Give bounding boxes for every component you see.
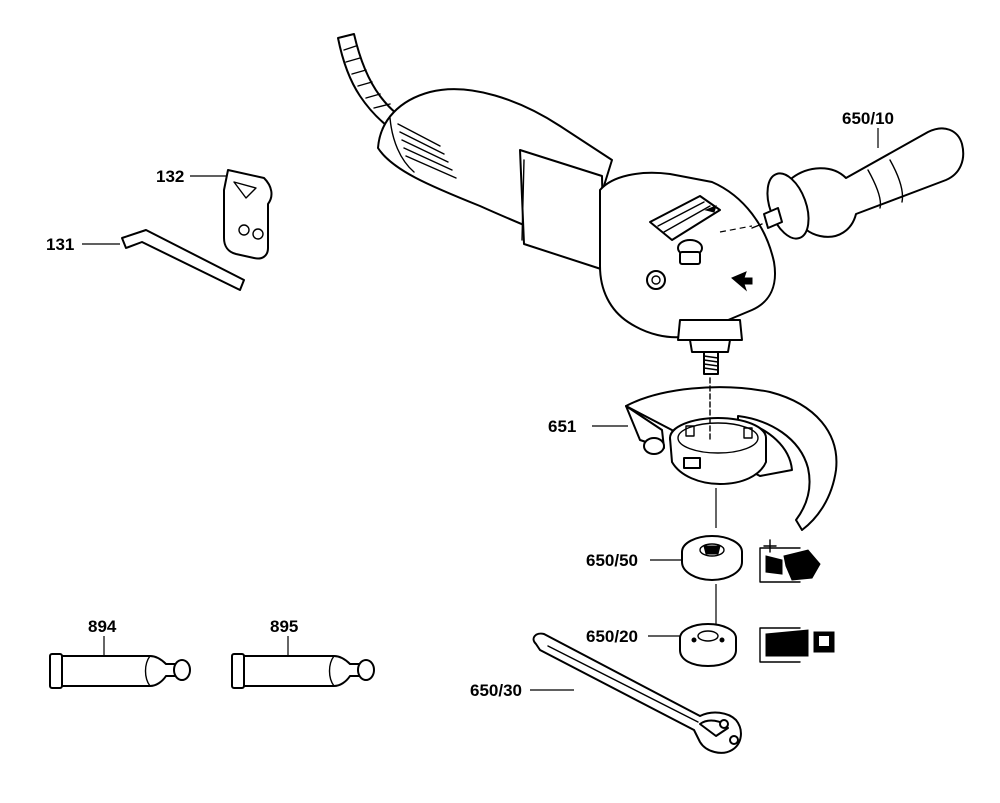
label-894: 894 xyxy=(88,617,117,636)
label-650-30: 650/30 xyxy=(470,681,522,700)
hex-key-part xyxy=(121,229,245,291)
label-651: 651 xyxy=(548,417,576,436)
lock-nut-section-icon xyxy=(759,627,835,663)
side-handle-part xyxy=(719,127,965,240)
label-131: 131 xyxy=(46,235,74,254)
label-650-50: 650/50 xyxy=(586,551,638,570)
lock-nut-part xyxy=(679,623,737,667)
mounting-flange-part xyxy=(681,535,743,581)
label-132: 132 xyxy=(156,167,184,186)
lubricant-tube-895 xyxy=(231,653,375,689)
pin-spanner-part xyxy=(532,632,742,754)
flange-section-icon xyxy=(759,539,821,583)
label-650-10: 650/10 xyxy=(842,109,894,128)
angle-grinder-body xyxy=(337,33,776,375)
label-895: 895 xyxy=(270,617,298,636)
wheel-guard-part xyxy=(625,377,838,531)
mounting-plate-part xyxy=(223,169,273,260)
lubricant-tube-894 xyxy=(49,653,191,689)
label-650-20: 650/20 xyxy=(586,627,638,646)
